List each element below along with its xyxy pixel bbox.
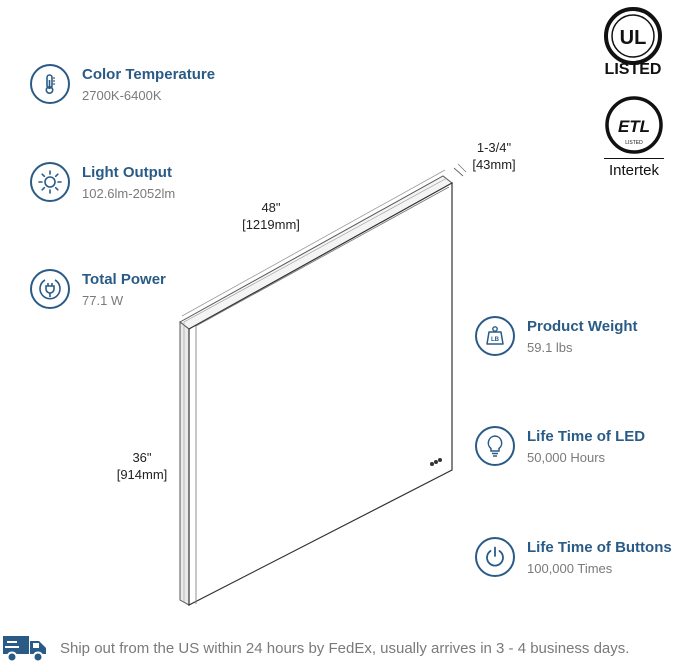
width-dimension-label: 48" [1219mm]: [236, 200, 306, 233]
touch-button: [434, 460, 438, 464]
truck-icon: [3, 636, 46, 663]
weight-icon-label: LB: [491, 337, 500, 343]
width-dimension-line: [181, 169, 446, 317]
plug-icon: [30, 269, 70, 309]
weight-icon: LB: [475, 316, 515, 356]
thermometer-icon: [30, 64, 70, 104]
spec-value: 77.1 W: [82, 292, 124, 308]
ul-logo: UL: [604, 7, 662, 65]
spec-title: Total Power: [82, 270, 166, 288]
spec-value: 2700K-6400K: [82, 87, 162, 103]
spec-product-weight: LB Product Weight 59.1 lbs: [475, 316, 638, 356]
spec-title: Product Weight: [527, 317, 638, 335]
spec-led-life: Life Time of LED 50,000 Hours: [475, 426, 645, 466]
height-mm: [914mm]: [116, 467, 168, 482]
width-inches: 48": [261, 200, 281, 215]
ul-listed-label: LISTED: [604, 61, 662, 78]
depth-dimension-label: 1-3/4" [43mm]: [462, 140, 526, 173]
etl-logo-small-text: LISTED: [625, 140, 643, 146]
intertek-label: Intertek: [608, 162, 660, 179]
spec-value: 100,000 Times: [527, 560, 613, 576]
spec-color-temperature: Color Temperature 2700K-6400K: [30, 64, 215, 104]
ul-logo-text: UL: [620, 27, 647, 49]
spec-button-life: Life Time of Buttons 100,000 Times: [475, 537, 672, 577]
mirror-face: [188, 181, 453, 606]
touch-button: [438, 458, 442, 462]
spec-title: Color Temperature: [82, 65, 216, 83]
depth-mm: [43mm]: [472, 157, 516, 172]
shipping-text: Ship out from the US within 24 hours by …: [60, 639, 630, 657]
etl-logo: ETL LISTED: [605, 96, 663, 154]
shipping-banner: Ship out from the US within 24 hours by …: [0, 630, 679, 666]
spec-title: Life Time of Buttons: [527, 538, 672, 556]
width-mm: [1219mm]: [242, 217, 300, 232]
spec-title: Life Time of LED: [527, 427, 646, 445]
spec-value: 102.6lm-2052lm: [82, 185, 176, 201]
spec-title: Light Output: [82, 163, 172, 181]
height-dimension-label: 36" [914mm]: [110, 450, 174, 483]
spec-value: 50,000 Hours: [527, 449, 606, 465]
spec-total-power: Total Power 77.1 W: [30, 269, 166, 309]
depth-dimension-line: [453, 167, 464, 177]
sun-icon: [30, 162, 70, 202]
lightbulb-icon: [475, 426, 515, 466]
height-inches: 36": [132, 450, 152, 465]
power-icon: [475, 537, 515, 577]
mirror-side-edge: [179, 320, 190, 606]
depth-inches: 1-3/4": [476, 140, 512, 155]
touch-button: [430, 462, 434, 466]
etl-divider: [604, 158, 664, 159]
etl-logo-text: ETL: [618, 117, 650, 136]
spec-light-output: Light Output 102.6lm-2052lm: [30, 162, 175, 202]
spec-value: 59.1 lbs: [527, 339, 573, 355]
